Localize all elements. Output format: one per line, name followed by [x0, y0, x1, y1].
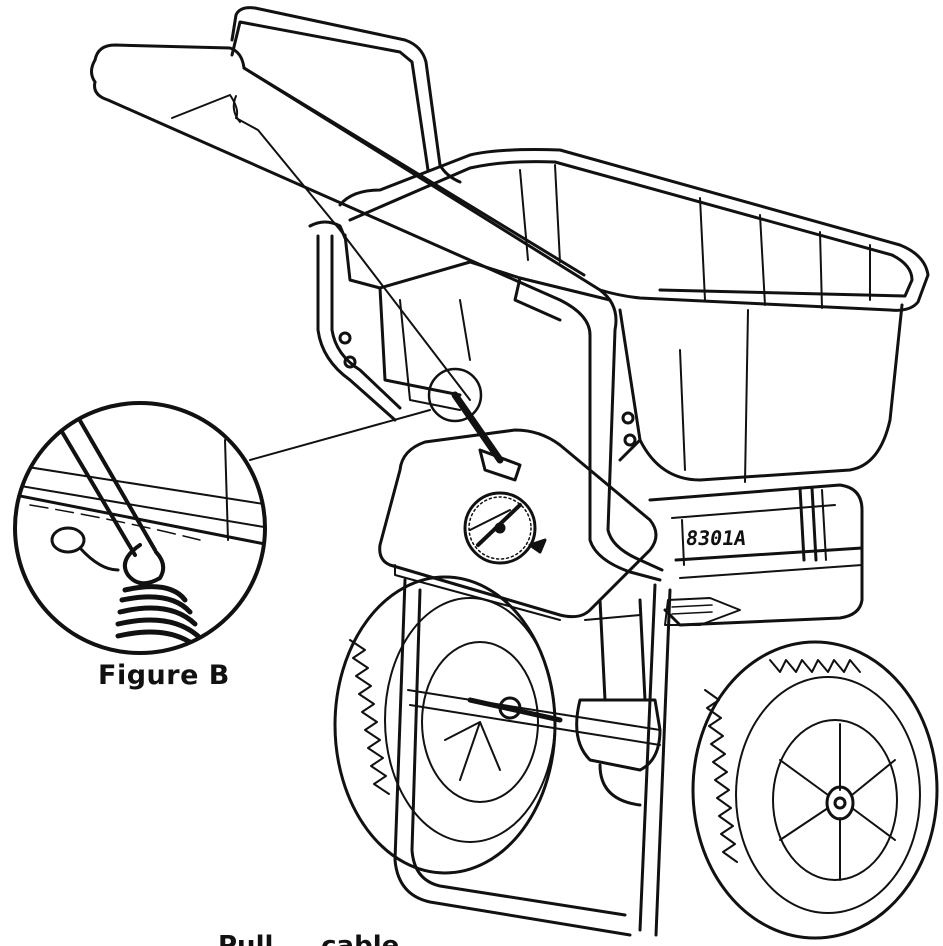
spring-hook — [50, 526, 201, 651]
left-wheel — [333, 575, 557, 875]
model-label: 8301A — [684, 526, 748, 550]
control-panel — [378, 367, 658, 621]
hopper — [338, 148, 930, 483]
leader-line — [249, 409, 431, 461]
front-legs — [393, 578, 672, 937]
bottom-caption-fragment: Pull ... cable — [218, 931, 400, 946]
detail-magnifier-circle — [13, 401, 267, 655]
gearbox-housing — [648, 483, 864, 627]
rate-dial — [463, 491, 537, 565]
right-wheel — [691, 640, 939, 940]
handle-frame — [90, 6, 664, 582]
figure-caption: Figure B — [98, 660, 230, 691]
